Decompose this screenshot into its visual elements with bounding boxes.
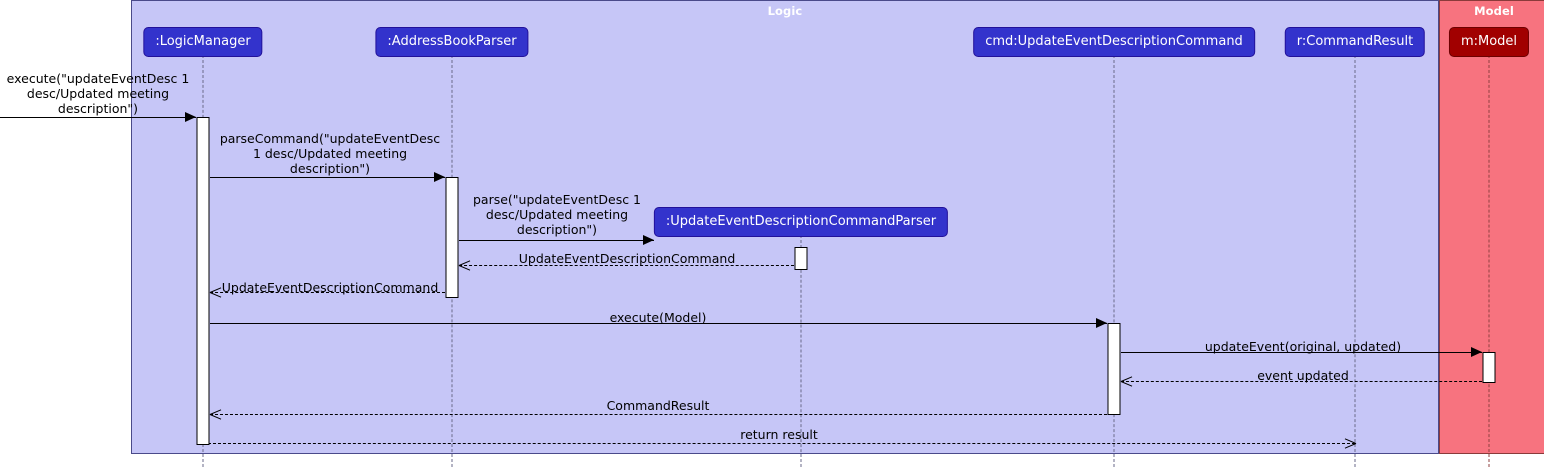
message-line-execute-model	[210, 323, 1107, 324]
message-label-return-command-parser: UpdateEventDescriptionCommand	[518, 251, 736, 266]
arrow-head-command-result	[210, 409, 221, 419]
message-label-execute-model: execute(Model)	[609, 310, 707, 325]
message-label-return-command-logic: UpdateEventDescriptionCommand	[221, 280, 439, 295]
message-line-parse-command	[210, 177, 445, 178]
arrow-head-parse-command	[434, 172, 445, 182]
arrow-head-event-updated	[1121, 376, 1132, 386]
group-title-model: Model	[1474, 4, 1514, 18]
message-label-event-updated: event updated	[1257, 368, 1349, 383]
message-label-update-event: updateEvent(original, updated)	[1204, 339, 1402, 354]
activation-bar-model	[1482, 352, 1496, 383]
message-line-return-command-parser	[459, 265, 794, 266]
message-line-execute-command	[0, 117, 196, 118]
arrow-head-execute-model	[1096, 318, 1107, 328]
arrow-head-return-result	[1344, 438, 1355, 448]
message-label-parse-command: parseCommand("updateEventDesc 1 desc/Upd…	[219, 131, 441, 176]
message-label-return-result: return result	[740, 427, 818, 442]
message-label-command-result: CommandResult	[606, 398, 710, 413]
activation-bar-parser	[794, 247, 808, 270]
lifeline-command	[1113, 55, 1115, 467]
group-title-logic: Logic	[767, 4, 803, 18]
message-line-command-result	[210, 414, 1107, 415]
message-line-return-command-logic	[210, 292, 445, 293]
arrow-head-execute-command	[185, 112, 196, 122]
message-label-execute-command: execute("updateEventDesc 1 desc/Updated …	[6, 71, 190, 116]
participant-command[interactable]: cmd:UpdateEventDescriptionCommand	[973, 27, 1255, 57]
participant-commandresult[interactable]: r:CommandResult	[1284, 27, 1426, 57]
message-line-return-result	[203, 443, 1355, 444]
participant-model[interactable]: m:Model	[1448, 27, 1530, 57]
message-line-update-event	[1121, 352, 1482, 353]
participant-parser[interactable]: :UpdateEventDescriptionCommandParser	[653, 207, 949, 237]
lifeline-model	[1488, 55, 1490, 467]
activation-bar-addressbookparser	[445, 177, 459, 298]
arrow-head-parse	[643, 235, 654, 245]
message-label-parse: parse("updateEventDesc 1 desc/Updated me…	[472, 192, 642, 237]
participant-logicmanager[interactable]: :LogicManager	[143, 27, 263, 57]
lifeline-commandresult	[1354, 55, 1356, 467]
message-line-parse	[459, 240, 654, 241]
lifeline-parser	[800, 235, 802, 467]
message-line-event-updated	[1121, 381, 1482, 382]
group-box-model: Model	[1439, 0, 1544, 454]
activation-bar-command	[1107, 323, 1121, 415]
arrow-head-update-event	[1471, 347, 1482, 357]
participant-addressbookparser[interactable]: :AddressBookParser	[375, 27, 529, 57]
activation-bar-logicmanager	[196, 117, 210, 445]
